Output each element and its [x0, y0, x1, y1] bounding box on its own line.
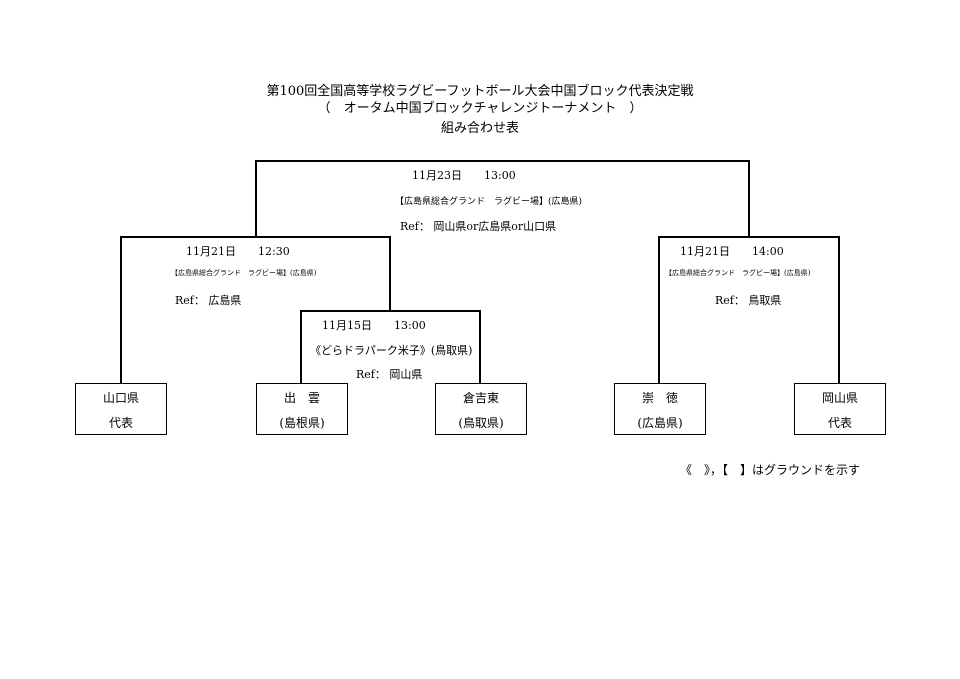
semi-right-ref: Ref： 鳥取県	[715, 294, 782, 307]
semi-left-top-line	[120, 236, 390, 238]
final-top-line	[255, 160, 750, 162]
team-box-sotoku: 崇 徳 (広島県)	[614, 383, 706, 435]
title-line-2: （ オータム中国ブロックチャレンジトーナメント ）	[317, 101, 643, 116]
semi-right-top-line	[658, 236, 840, 238]
final-ref: Ref： 岡山県or広島県or山口県	[400, 220, 557, 233]
semi-left-left-line	[120, 236, 122, 384]
team-box-izumo: 出 雲 (島根県)	[256, 383, 348, 435]
team-prefecture: (島根県)	[279, 416, 325, 430]
semi-left-datetime: 11月21日 12:30	[186, 245, 290, 258]
team-prefecture: 代表	[827, 416, 852, 430]
semi-right-left-line	[658, 236, 660, 384]
team-prefecture: (広島県)	[637, 416, 683, 430]
team-box-yamaguchi: 山口県 代表	[75, 383, 167, 435]
title-line-1: 第100回全国高等学校ラグビーフットボール大会中国ブロック代表決定戦	[266, 84, 694, 99]
first-round-right-line	[479, 310, 481, 384]
semi-right-datetime: 11月21日 14:00	[680, 245, 784, 258]
team-box-kurayoshi-higashi: 倉吉東 (鳥取県)	[435, 383, 527, 435]
team-name: 山口県	[102, 391, 139, 405]
semi-right-venue: 【広島県総合グランド ラグビー場】(広島県)	[665, 269, 811, 277]
team-name: 倉吉東	[462, 391, 499, 405]
final-left-line	[255, 160, 257, 237]
ground-footnote: 《 》，【 】はグラウンドを示す	[680, 463, 861, 477]
first-round-left-line	[300, 310, 302, 384]
semi-right-right-line	[838, 236, 840, 384]
final-right-line	[748, 160, 750, 237]
semi-left-venue: 【広島県総合グランド ラグビー場】(広島県)	[171, 269, 317, 277]
first-round-venue: 《どらドラパーク米子》(鳥取県)	[310, 344, 473, 357]
final-venue: 【広島県総合グランド ラグビー場】(広島県)	[395, 197, 583, 207]
semi-left-right-line	[389, 236, 391, 311]
first-round-ref: Ref： 岡山県	[356, 368, 423, 381]
team-prefecture: (鳥取県)	[458, 416, 504, 430]
team-prefecture: 代表	[108, 416, 133, 430]
team-name: 出 雲	[283, 391, 320, 405]
title-line-3: 組み合わせ表	[440, 121, 519, 136]
first-round-datetime: 11月15日 13:00	[322, 319, 426, 332]
team-name: 岡山県	[821, 391, 858, 405]
semi-left-ref: Ref： 広島県	[175, 294, 242, 307]
team-box-okayama: 岡山県 代表	[794, 383, 886, 435]
team-name: 崇 徳	[641, 391, 678, 405]
first-round-top-line	[300, 310, 480, 312]
final-datetime: 11月23日 13:00	[412, 169, 516, 182]
